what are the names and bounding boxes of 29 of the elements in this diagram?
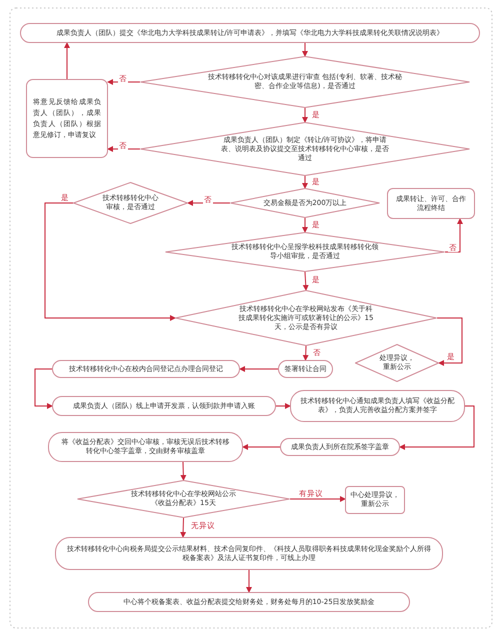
arrow	[107, 146, 140, 152]
arrow	[436, 318, 462, 366]
arrow	[64, 42, 70, 80]
arrow	[180, 518, 186, 538]
arrow	[246, 570, 252, 593]
arrow	[302, 218, 308, 233]
arrow	[302, 272, 309, 291]
arrow	[444, 218, 463, 252]
arrow	[44, 202, 176, 321]
decision-diamond	[140, 122, 470, 176]
decision-diamond	[77, 480, 290, 518]
arrow	[302, 176, 308, 189]
arrow	[399, 406, 474, 450]
arrow	[290, 496, 346, 502]
decision-diamond	[140, 56, 470, 108]
decision-diamond	[165, 232, 445, 272]
arrow	[107, 79, 140, 85]
arrow	[242, 444, 280, 450]
arrow	[302, 346, 309, 361]
arrow	[302, 108, 308, 123]
arrow	[276, 403, 291, 409]
decision-diamond	[355, 344, 439, 382]
decision-diamond	[230, 188, 380, 218]
arrow	[34, 368, 53, 409]
arrow	[180, 462, 186, 481]
arrow	[302, 42, 308, 57]
arrow	[187, 200, 230, 206]
decision-diamond	[73, 182, 188, 224]
arrow	[239, 366, 278, 372]
